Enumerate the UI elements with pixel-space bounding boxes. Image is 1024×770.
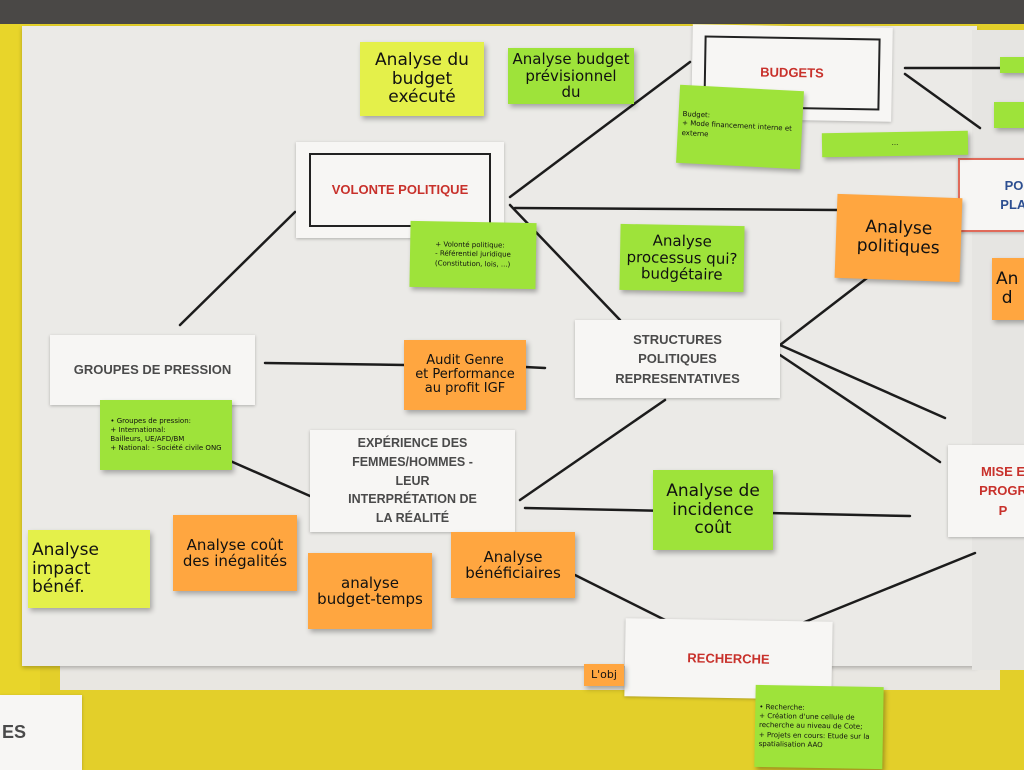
note-budget-detail-folded: ... <box>821 130 969 158</box>
note-analyse-budget-execute: Analyse du budget exécuté <box>360 42 484 116</box>
card-pol-plan: POL PLAN <box>958 158 1024 232</box>
note-analyse-budget-temps: analyse budget-temps <box>308 553 432 629</box>
paper-sheet-right <box>972 30 1024 670</box>
card-label: ES <box>2 722 27 742</box>
note-partial-right <box>994 102 1024 128</box>
note-analyse-cout-inegalites: Analyse coût des inégalités <box>173 515 297 591</box>
note-analyse-impact: Analyse impact bénéf. <box>28 530 150 608</box>
card-label: EXPÉRIENCE DES FEMMES/HOMMES - LEUR INTE… <box>348 436 477 526</box>
connector-line <box>903 72 982 130</box>
card-label: POL PLAN <box>1000 177 1024 213</box>
card-mise-en-prog: MISE E PROGR P <box>948 445 1024 537</box>
connector-line <box>778 343 947 420</box>
connector-line <box>178 210 297 327</box>
connector-line <box>226 458 312 498</box>
connector-line <box>518 398 667 502</box>
connector-line <box>263 361 407 367</box>
connector-line <box>778 353 942 464</box>
card-label: GROUPES DE PRESSION <box>73 362 232 378</box>
card-label: RECHERCHE <box>687 650 770 667</box>
note-analyse-partial: An d <box>992 258 1024 320</box>
note-analyse-beneficiaires: Analyse bénéficiaires <box>451 532 575 598</box>
connector-line <box>523 365 547 370</box>
card-label: VOLONTE POLITIQUE <box>331 182 469 198</box>
card-label: BUDGETS <box>760 64 824 81</box>
card-groupes-de-pression: GROUPES DE PRESSION <box>50 335 255 405</box>
note-hidden-partial: L'obj <box>584 664 624 686</box>
note-volonte-detail: + Volonté politique: - Référentiel jurid… <box>409 220 537 290</box>
connector-line <box>778 266 882 347</box>
note-analyse-politiques: Analyse politiques <box>834 193 963 283</box>
connector-line <box>513 206 842 212</box>
card-structures-politiques: STRUCTURES POLITIQUES REPRESENTATIVES <box>575 320 780 398</box>
card-label: STRUCTURES POLITIQUES REPRESENTATIVES <box>615 331 740 386</box>
connector-line <box>508 60 692 199</box>
connector-line <box>778 551 977 634</box>
card-label: MISE E PROGR P <box>979 463 1024 518</box>
note-audit-genre: Audit Genre et Performance au profit IGF <box>404 340 526 410</box>
note-partial-top-right <box>1000 57 1024 73</box>
note-analyse-incidence-cout: Analyse de incidence coût <box>653 470 773 550</box>
note-analyse-budget-previsionnel: Analyse budget prévisionnel du <box>508 48 634 104</box>
note-analyse-processus-budgetaire: Analyse processus qui? budgétaire <box>619 223 745 293</box>
note-budget-detail: Budget: + Mode financement interne et ex… <box>676 84 804 170</box>
card-partial-es: ES <box>0 695 82 770</box>
connector-line <box>573 573 667 622</box>
wall-top <box>0 0 1024 24</box>
card-experience: EXPÉRIENCE DES FEMMES/HOMMES - LEUR INTE… <box>310 430 515 532</box>
note-groupes-detail: • Groupes de pression: + International: … <box>100 400 232 470</box>
note-recherche-detail: • Recherche: + Création d'une cellule de… <box>754 684 884 770</box>
